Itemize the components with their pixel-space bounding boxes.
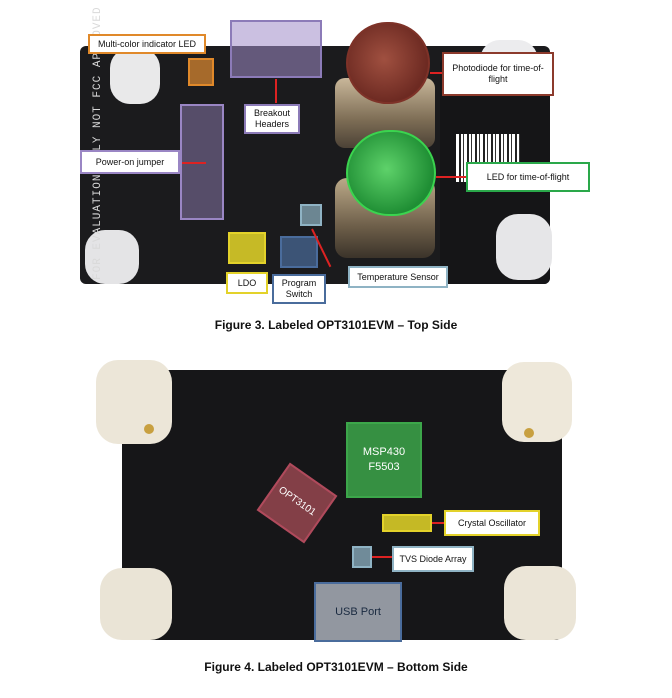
- callout-tvs-diode: TVS Diode Array: [392, 546, 474, 572]
- callout-program-switch: Program Switch: [272, 274, 326, 304]
- msp430-chip: [346, 422, 422, 498]
- leader-line-headers: [275, 79, 277, 103]
- leader-line-tvs: [372, 556, 392, 558]
- program-switch-highlight: [280, 236, 318, 268]
- leader-line-jumper: [182, 162, 206, 164]
- usb-port-label: USB Port: [335, 606, 381, 618]
- bottom-standoff-bottom-right: [504, 566, 576, 640]
- callout-ldo: LDO: [226, 272, 268, 294]
- msp430-label-line2: F5503: [368, 461, 400, 473]
- callout-crystal-oscillator: Crystal Oscillator: [444, 510, 540, 536]
- multicolor-led-highlight: [188, 58, 214, 86]
- standoff-top-left: [110, 48, 160, 104]
- callout-temp-sensor: Temperature Sensor: [348, 266, 448, 288]
- usb-port-highlight: [314, 582, 402, 642]
- figure3-caption: Figure 3. Labeled OPT3101EVM – Top Side: [214, 318, 458, 332]
- standoff-bottom-left: [85, 230, 139, 284]
- callout-led-tof: LED for time-of-flight: [466, 162, 590, 192]
- bottom-standoff-top-left: [96, 360, 172, 444]
- standoff-bottom-right: [496, 214, 552, 280]
- figure4-caption: Figure 4. Labeled OPT3101EVM – Bottom Si…: [204, 660, 468, 674]
- tvs-diode-highlight: [352, 546, 372, 568]
- led-tof-lens: [346, 130, 436, 216]
- gold-pad-right: [524, 428, 534, 438]
- callout-breakout-headers: Breakout Headers: [244, 104, 300, 134]
- bottom-standoff-bottom-left: [100, 568, 172, 640]
- temp-sensor-highlight: [300, 204, 322, 226]
- ldo-highlight: [228, 232, 266, 264]
- bottom-standoff-top-right: [502, 362, 572, 442]
- crystal-oscillator-highlight: [382, 514, 432, 532]
- gold-pad-left: [144, 424, 154, 434]
- photodiode-lens: [346, 22, 430, 104]
- breakout-headers-highlight: [230, 20, 322, 78]
- callout-photodiode: Photodiode for time-of-flight: [442, 52, 554, 96]
- callout-multicolor-led: Multi-color indicator LED: [88, 34, 206, 54]
- leader-line-photodiode: [430, 72, 442, 74]
- leader-line-led-tof: [436, 176, 466, 178]
- callout-power-jumper: Power-on jumper: [80, 150, 180, 174]
- leader-line-crystal: [432, 522, 444, 524]
- msp430-label-line1: MSP430: [362, 446, 406, 458]
